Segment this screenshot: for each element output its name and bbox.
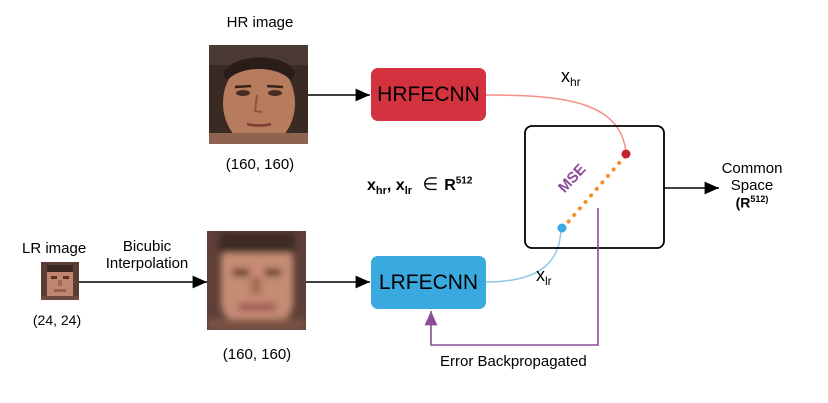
common-space-line-2: Space [730,177,774,194]
hr-feature-curve [485,94,627,153]
upscaled-image-size: (160, 160) [222,346,292,363]
backprop-path [424,208,599,346]
backprop-label: Error Backpropagated [440,353,587,370]
eq-sep: , [386,177,396,194]
x-hr-label: xhr [561,66,581,89]
interpolation-line-1: Bicubic [122,238,172,255]
upscaled-face-image [207,231,306,330]
common-space-open: ( [735,194,741,211]
common-space-sup: 512) [750,194,769,204]
hrfecnn-box: HRFECNN [371,68,486,121]
eq-x1: x [367,177,376,194]
eq-space-sup: 512 [455,175,473,187]
common-space-line-3: (R512) [712,194,792,211]
common-space-r: R [740,194,751,211]
eq-x2-sub: lr [404,185,413,198]
lr-embedding-point [557,223,567,233]
common-space-box [524,125,665,249]
mse-dotted-line [561,153,628,230]
common-space-label: Common Space (R512) [712,160,792,211]
eq-element-of: ∈ [422,174,439,194]
feature-space-equation: xhr, xlr ∈R512 [367,174,472,197]
hr-face-image [209,45,308,144]
lrfecnn-label: LRFECNN [378,270,479,294]
interpolation-line-2: Interpolation [105,255,189,272]
common-space-line-1: Common [721,160,783,177]
hrfecnn-label: HRFECNN [377,82,480,106]
hr-image-size: (160, 160) [225,156,295,173]
lrfecnn-box: LRFECNN [371,256,486,309]
lr-feature-curve [485,228,562,283]
x-hr-base: x [561,66,570,86]
eq-space: R [444,177,456,194]
lr-face-image [41,262,79,300]
x-lr-base: x [536,265,545,285]
interpolation-label: Bicubic Interpolation [97,238,197,272]
lr-image-title: LR image [22,240,87,257]
x-lr-sub: lr [545,274,552,288]
hr-image-title: HR image [226,14,294,31]
eq-x2: x [395,177,405,194]
hr-embedding-point [621,149,631,159]
lr-image-size: (24, 24) [32,312,82,328]
eq-x1-sub: hr [375,185,387,198]
x-lr-label: xlr [536,265,552,288]
x-hr-sub: hr [570,75,581,89]
